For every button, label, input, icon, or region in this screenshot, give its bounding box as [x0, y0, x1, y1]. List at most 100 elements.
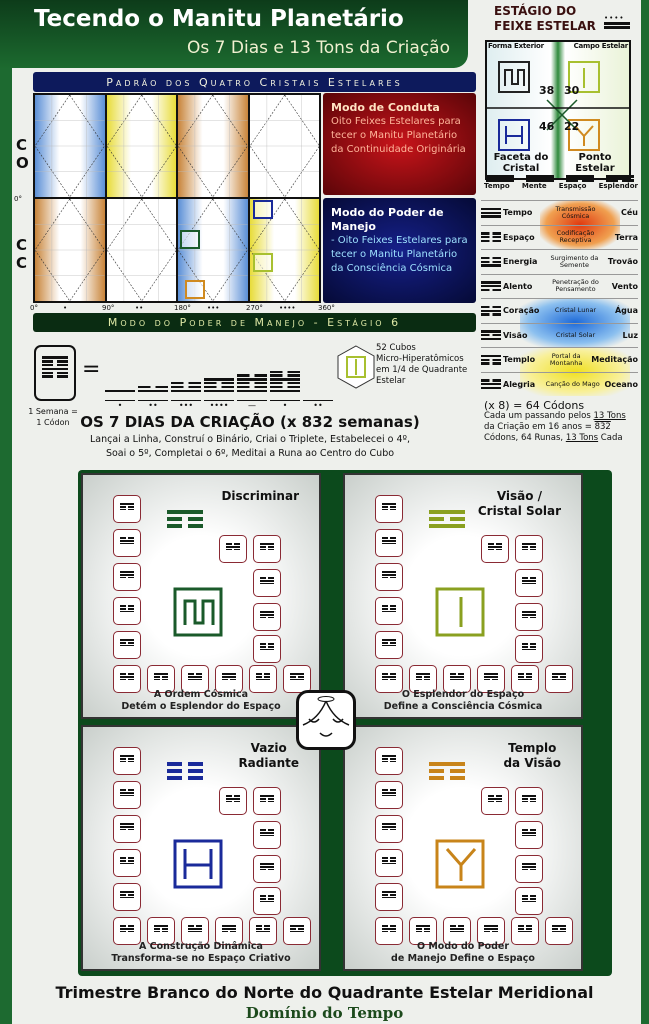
trigram-meaning: Canção do Mago [545, 379, 600, 388]
hexagram-line [260, 613, 274, 616]
trigram-meaning: Cristal Lunar [554, 306, 597, 315]
day-column: •• [138, 384, 168, 410]
hexagram-line [382, 893, 396, 896]
axis-dot-label: •••• [279, 304, 296, 312]
hexagram-line [450, 925, 464, 927]
hexagram-line [522, 545, 536, 548]
hexagram-line [429, 517, 465, 521]
hexagram-line [382, 755, 396, 757]
hexagram-line [120, 755, 134, 757]
hexagram-line [382, 641, 396, 644]
hexagram-line [382, 857, 396, 859]
hexagram-line [154, 673, 168, 675]
hexagram-line [226, 543, 240, 545]
page-title: Tecendo o Manitu Planetário [34, 6, 404, 32]
quadrant-seal-icon [171, 585, 223, 637]
codon-box [147, 917, 175, 945]
hexagram-line [290, 675, 304, 678]
hexagram-line [120, 760, 134, 763]
trigram-element: Água [614, 306, 638, 316]
hexagram-line [522, 645, 536, 648]
hexagram-line [522, 582, 536, 585]
hexagram-line [120, 823, 134, 825]
codon-box [443, 917, 471, 945]
header-mente: Mente [521, 182, 547, 190]
hexagram-line [552, 673, 566, 675]
hexagram-line [154, 930, 168, 933]
hexagram-line [256, 927, 270, 930]
page-subtitle: Os 7 Dias e 13 Tons da Criação [187, 38, 450, 58]
hexagram-line [120, 503, 134, 505]
hexagram-line [518, 675, 532, 678]
hexagram-line [237, 374, 267, 377]
day-column: • [105, 388, 135, 410]
hexagram-line [382, 828, 396, 831]
codon-box [515, 821, 543, 849]
hexagram-line [382, 862, 396, 865]
hexagram-line [416, 927, 430, 930]
feixe-tone-icon: •••• [604, 15, 630, 30]
hexagram-line [522, 548, 536, 551]
hexagram-line [382, 927, 396, 930]
line-headers: Tempo Mente Espaço Esplendor [484, 182, 638, 190]
mode-text: Oito Feixes Estelares para tecer o Manit… [331, 116, 466, 155]
hexagram-line [171, 382, 201, 385]
hexagram-line [382, 537, 396, 539]
hexagram-line [120, 794, 134, 797]
row-label-letter: C [16, 136, 28, 154]
hexagram-line [237, 385, 267, 389]
axis-tick-label: 0° [30, 304, 38, 312]
hexagram-line [204, 385, 234, 389]
crystal-pattern-grid [33, 93, 321, 303]
hexagram-line [382, 896, 396, 899]
hexagram-line [290, 930, 304, 933]
trigram-name: Espaço [503, 232, 535, 242]
hexagram-line [429, 769, 465, 773]
grid-seal-icon [253, 253, 273, 272]
hexagram-line [518, 678, 532, 681]
day-tone: •• [138, 400, 168, 410]
hexagram-line [484, 673, 498, 675]
hexagram-line [382, 673, 396, 675]
hexagram-line [260, 616, 274, 619]
codon-box [375, 597, 403, 625]
codons-text: Códons, 64 Runas, [484, 433, 566, 443]
codons-note: (x 8) = 64 Códons Cada um passando pelos… [484, 400, 638, 444]
hexagram-line [188, 927, 202, 930]
quadrant-title-line: Vazio [250, 741, 287, 755]
hexagram-line [382, 508, 396, 511]
quadrant-caption-line: Transforma-se no Espaço Criativo [111, 953, 291, 964]
hexagram-line [167, 776, 203, 780]
quadrant-title-line: Discriminar [221, 489, 299, 503]
hexagram-line [290, 678, 304, 681]
hexagram-line [481, 215, 501, 218]
hexagram-line [522, 643, 536, 645]
footer-title: Trimestre Branco do Norte do Quadrante E… [55, 983, 594, 1002]
quadrant-caption-line: A Construção Dinâmica [139, 941, 263, 952]
hexagram-line [481, 260, 501, 263]
hexagram-line [518, 927, 532, 930]
axis-dot-label: •• [135, 304, 144, 312]
hexagram-line [154, 927, 168, 930]
day-tone: •••• [204, 400, 234, 410]
codon-box [113, 529, 141, 557]
hexagram-line [260, 800, 274, 803]
trigram-element: Vento [611, 281, 638, 291]
codons-text: Cada [598, 433, 623, 443]
codon-box [375, 529, 403, 557]
codon-box [477, 665, 505, 693]
trigram-name: Tempo [503, 208, 533, 218]
equals-sign: = [82, 357, 101, 382]
hexagram-line [429, 762, 465, 766]
stage-bar: Modo do Poder de Manejo - Estágio 6 [33, 313, 476, 332]
hexagram-line [552, 930, 566, 933]
pattern-cell [35, 199, 105, 301]
day-column: •••• [204, 377, 234, 410]
day-column: • [270, 369, 300, 410]
day-tone: • [105, 400, 135, 410]
hexagram-line [382, 925, 396, 927]
hexagram-line [120, 828, 134, 831]
